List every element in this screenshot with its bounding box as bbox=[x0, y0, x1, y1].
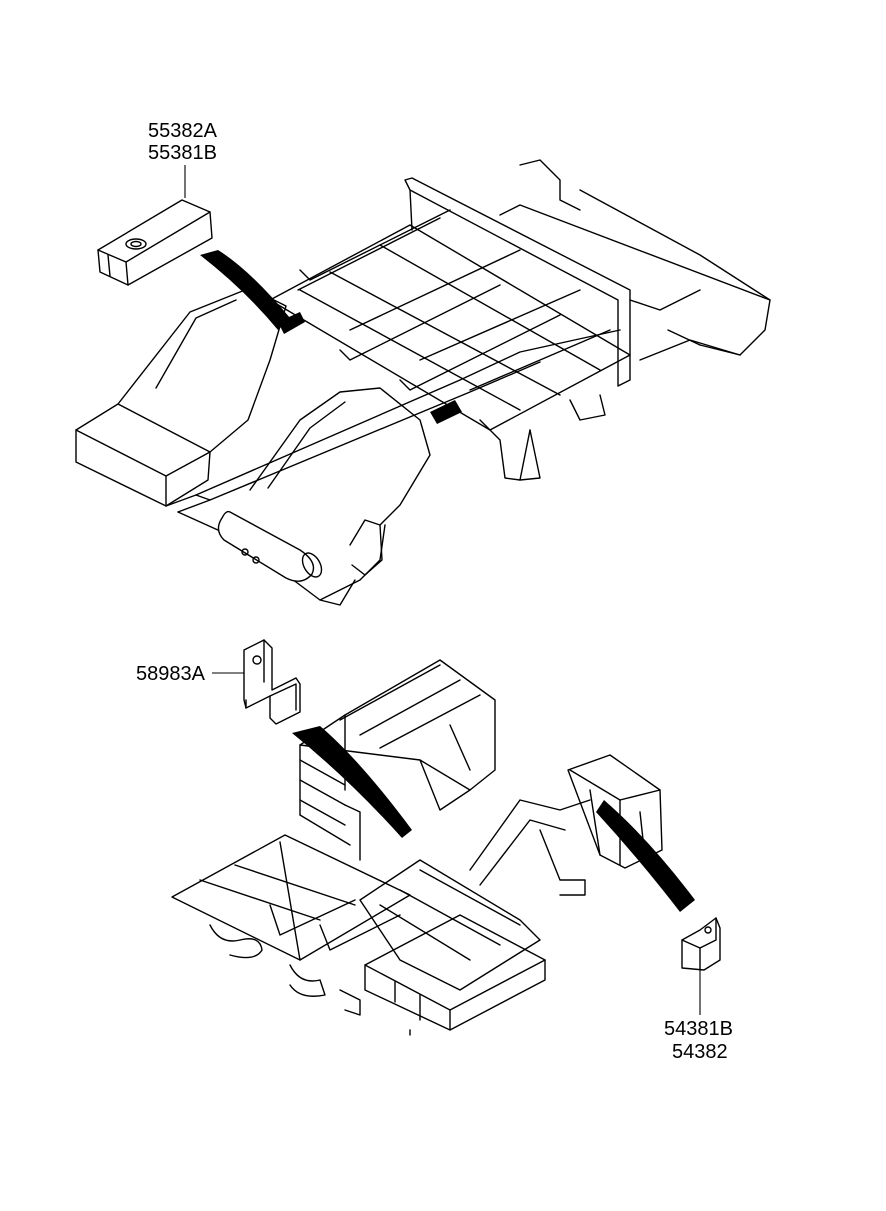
front-frame-assembly bbox=[171, 639, 721, 1036]
top-bracket-part bbox=[97, 199, 213, 286]
part-number-55381B: 55381B bbox=[148, 142, 217, 164]
tank-cylinder bbox=[217, 510, 323, 582]
rear-frame-assembly bbox=[75, 159, 771, 606]
pointer-arrow-bottom-right bbox=[596, 800, 695, 912]
part-number-55382A: 55382A bbox=[148, 120, 217, 142]
part-number-54381B: 54381B bbox=[664, 1018, 733, 1040]
left-bracket-part bbox=[243, 639, 301, 725]
front-frame-body bbox=[171, 659, 663, 1036]
right-bracket-part bbox=[681, 917, 721, 971]
rear-frame-body bbox=[75, 159, 771, 606]
part-number-58983A: 58983A bbox=[136, 663, 205, 685]
pointer-arrow-top-3 bbox=[430, 400, 462, 424]
pointer-arrow-bottom-left bbox=[292, 726, 412, 838]
part-number-54382: 54382 bbox=[672, 1041, 728, 1063]
